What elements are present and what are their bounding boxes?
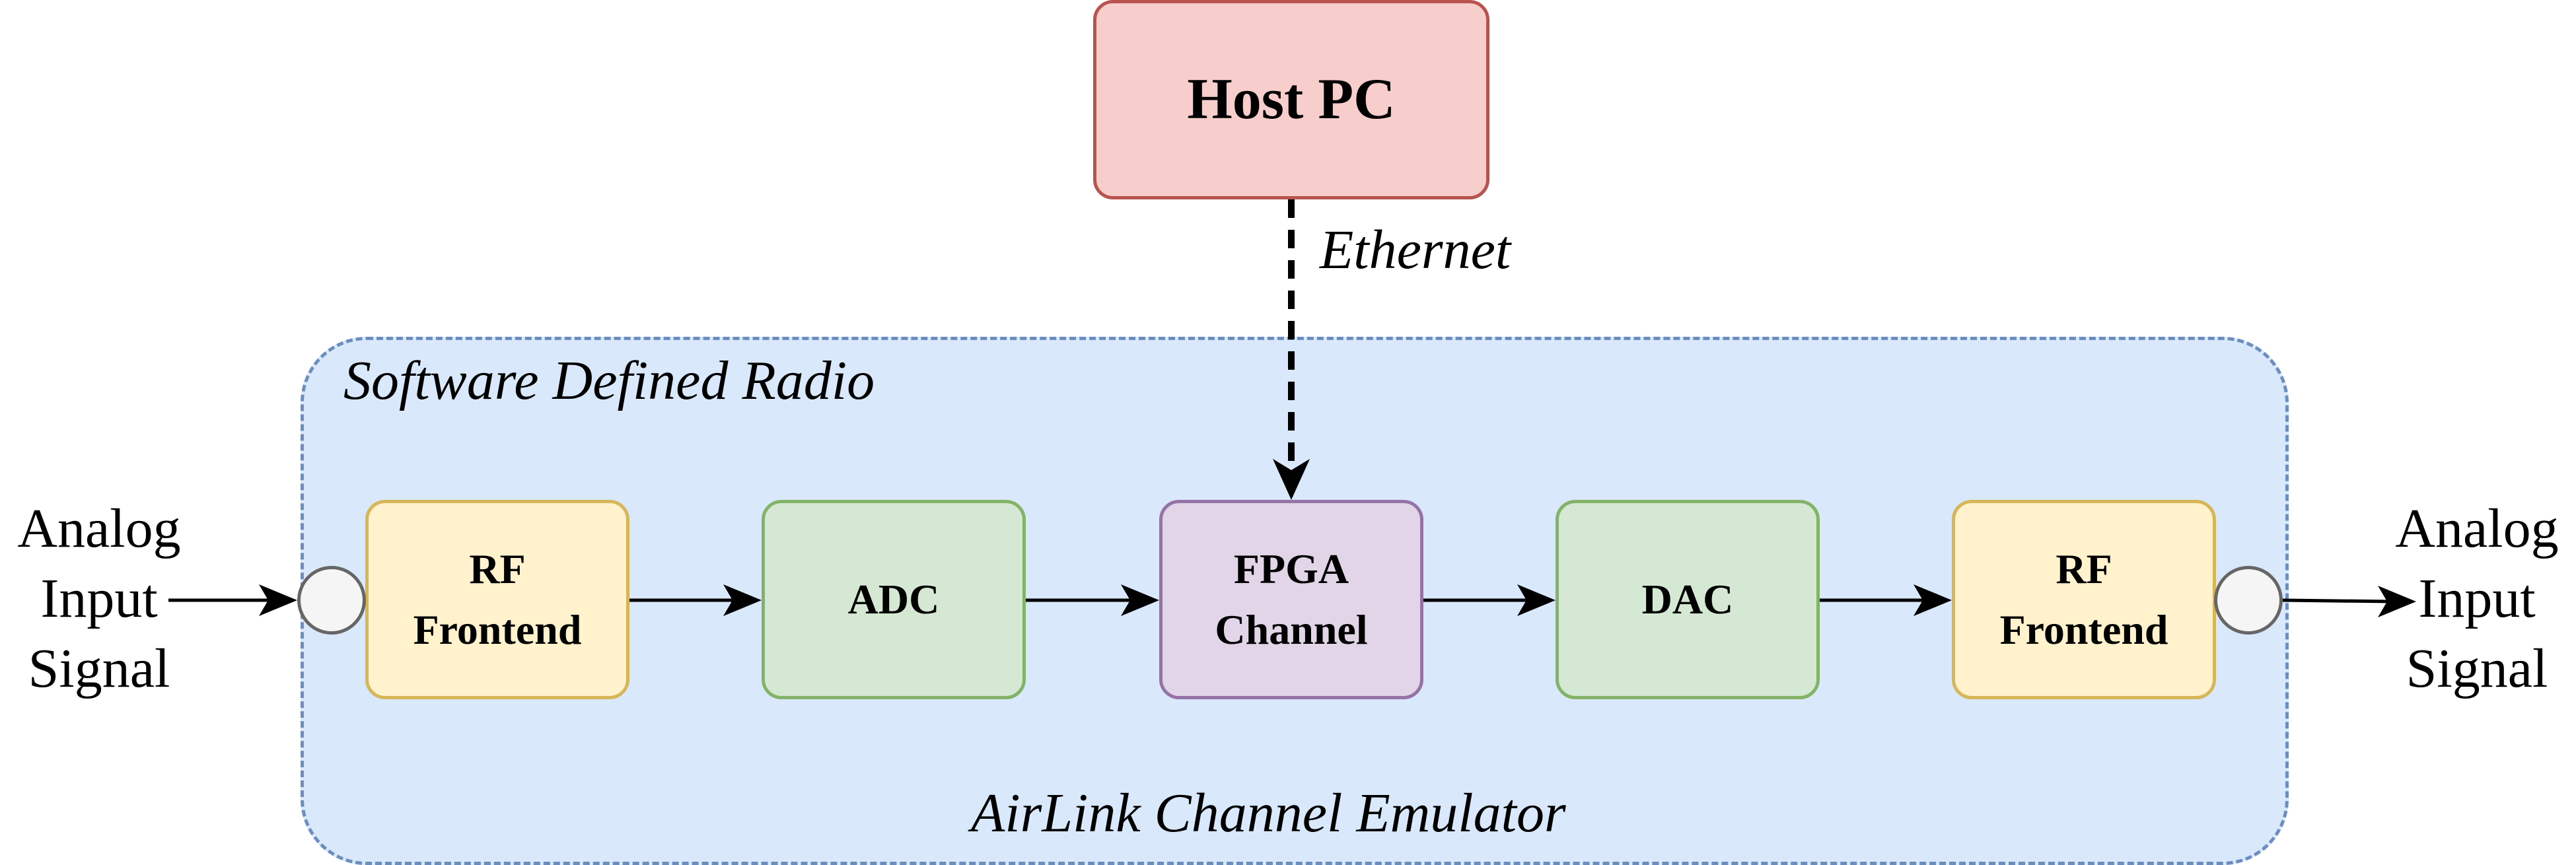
fpga-channel-block: FPGA Channel bbox=[1159, 500, 1423, 699]
adc-block: ADC bbox=[762, 500, 1026, 699]
host-pc-box: Host PC bbox=[1093, 0, 1489, 199]
rf-frontend-output-block: RF Frontend bbox=[1952, 500, 2216, 699]
rf-frontend-input-block: RF Frontend bbox=[365, 500, 629, 699]
arrow-port-to-output bbox=[2282, 598, 2395, 604]
emulator-label: AirLink Channel Emulator bbox=[971, 782, 1566, 844]
sdr-label: Software Defined Radio bbox=[343, 350, 875, 411]
dac-block: DAC bbox=[1556, 500, 1820, 699]
output-port bbox=[2214, 566, 2283, 635]
input-port bbox=[297, 566, 366, 635]
ethernet-label: Ethernet bbox=[1320, 219, 1511, 281]
arrowhead bbox=[259, 584, 297, 616]
analog-input-label: Analog Input Signal bbox=[17, 498, 181, 699]
analog-output-label: Analog Input Signal bbox=[2395, 498, 2559, 699]
